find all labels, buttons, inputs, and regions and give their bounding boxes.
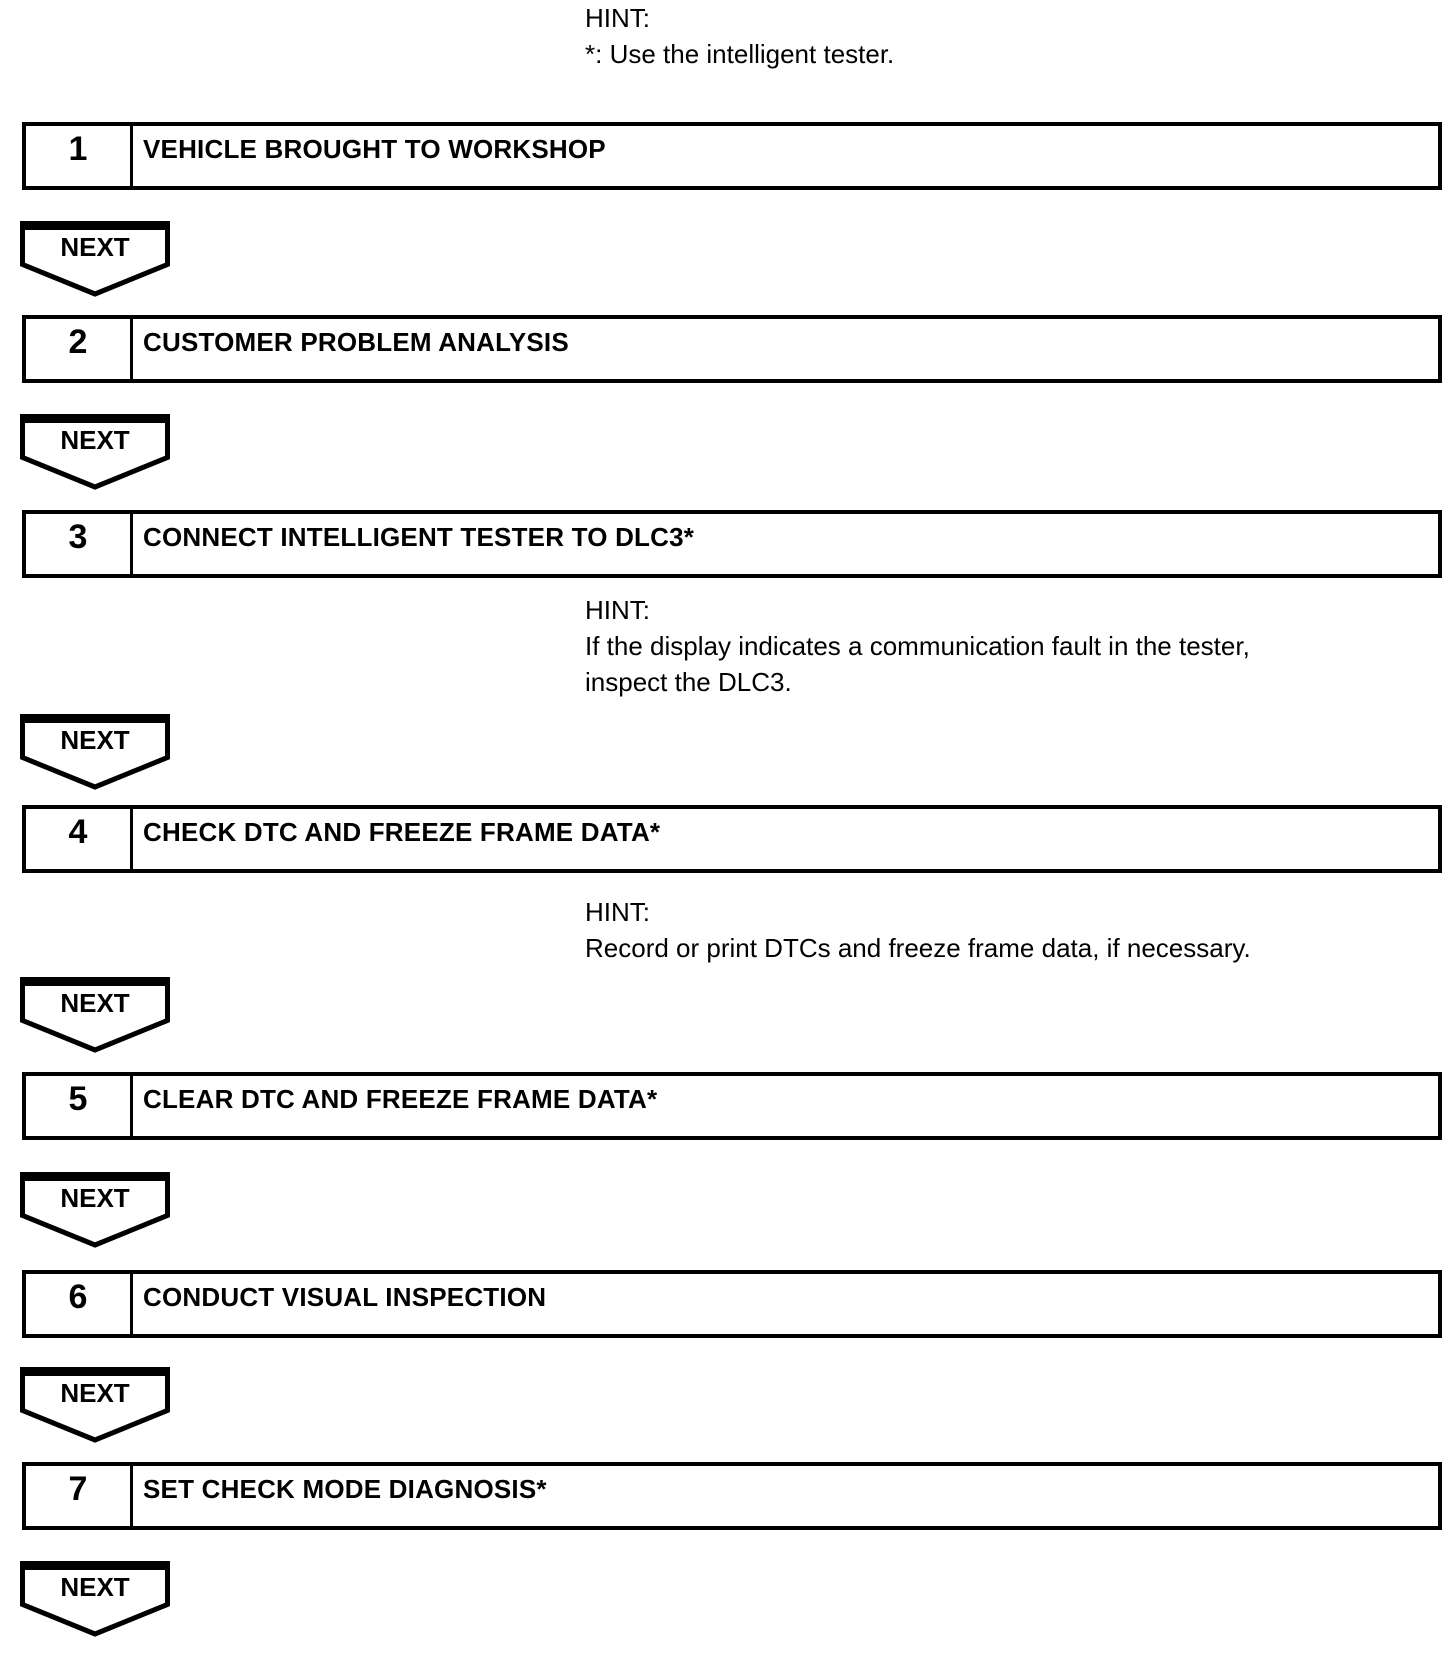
next-label: NEXT xyxy=(60,1572,130,1602)
step-6-box: 6 CONDUCT VISUAL INSPECTION xyxy=(22,1270,1442,1338)
hint-line: *: Use the intelligent tester. xyxy=(585,39,895,69)
down-arrow-icon xyxy=(20,1367,170,1443)
step-7-box: 7 SET CHECK MODE DIAGNOSIS* xyxy=(22,1462,1442,1530)
step-4-title: CHECK DTC AND FREEZE FRAME DATA* xyxy=(143,817,661,847)
down-arrow-icon xyxy=(20,414,170,490)
next-connector-1: NEXT xyxy=(20,221,170,297)
step-1-title: VEHICLE BROUGHT TO WORKSHOP xyxy=(143,134,606,164)
hint-label: HINT: xyxy=(585,595,650,625)
step-3-box: 3 CONNECT INTELLIGENT TESTER TO DLC3* xyxy=(22,510,1442,578)
down-arrow-icon xyxy=(20,977,170,1053)
next-label: NEXT xyxy=(60,725,130,755)
next-connector-2: NEXT xyxy=(20,414,170,490)
step-7-number: 7 xyxy=(26,1466,133,1526)
step-6-number: 6 xyxy=(26,1274,133,1334)
step-3-number: 3 xyxy=(26,514,133,574)
down-arrow-icon xyxy=(20,714,170,790)
down-arrow-icon xyxy=(20,1561,170,1637)
step-5-title: CLEAR DTC AND FREEZE FRAME DATA* xyxy=(143,1084,658,1114)
hint-label: HINT: xyxy=(585,3,650,33)
hint-line: inspect the DLC3. xyxy=(585,667,792,697)
page-hint: HINT: *: Use the intelligent tester. xyxy=(585,0,894,72)
step-4-number: 4 xyxy=(26,809,133,869)
hint-line: Record or print DTCs and freeze frame da… xyxy=(585,933,1251,963)
next-connector-7: NEXT xyxy=(20,1561,170,1637)
step-2-box: 2 CUSTOMER PROBLEM ANALYSIS xyxy=(22,315,1442,383)
next-connector-6: NEXT xyxy=(20,1367,170,1443)
step-4-hint: HINT: Record or print DTCs and freeze fr… xyxy=(585,894,1251,966)
step-2-number: 2 xyxy=(26,319,133,379)
next-label: NEXT xyxy=(60,425,130,455)
down-arrow-icon xyxy=(20,1172,170,1248)
next-connector-5: NEXT xyxy=(20,1172,170,1248)
step-1-box: 1 VEHICLE BROUGHT TO WORKSHOP xyxy=(22,122,1442,190)
next-connector-3: NEXT xyxy=(20,714,170,790)
step-5-box: 5 CLEAR DTC AND FREEZE FRAME DATA* xyxy=(22,1072,1442,1140)
step-3-title: CONNECT INTELLIGENT TESTER TO DLC3* xyxy=(143,522,695,552)
step-5-number: 5 xyxy=(26,1076,133,1136)
hint-label: HINT: xyxy=(585,897,650,927)
next-label: NEXT xyxy=(60,988,130,1018)
step-1-number: 1 xyxy=(26,126,133,186)
hint-line: If the display indicates a communication… xyxy=(585,631,1250,661)
next-label: NEXT xyxy=(60,1183,130,1213)
step-7-title: SET CHECK MODE DIAGNOSIS* xyxy=(143,1474,547,1504)
next-label: NEXT xyxy=(60,1378,130,1408)
next-connector-4: NEXT xyxy=(20,977,170,1053)
step-2-title: CUSTOMER PROBLEM ANALYSIS xyxy=(143,327,569,357)
step-4-box: 4 CHECK DTC AND FREEZE FRAME DATA* xyxy=(22,805,1442,873)
down-arrow-icon xyxy=(20,221,170,297)
next-label: NEXT xyxy=(60,232,130,262)
step-3-hint: HINT: If the display indicates a communi… xyxy=(585,592,1250,700)
step-6-title: CONDUCT VISUAL INSPECTION xyxy=(143,1282,547,1312)
